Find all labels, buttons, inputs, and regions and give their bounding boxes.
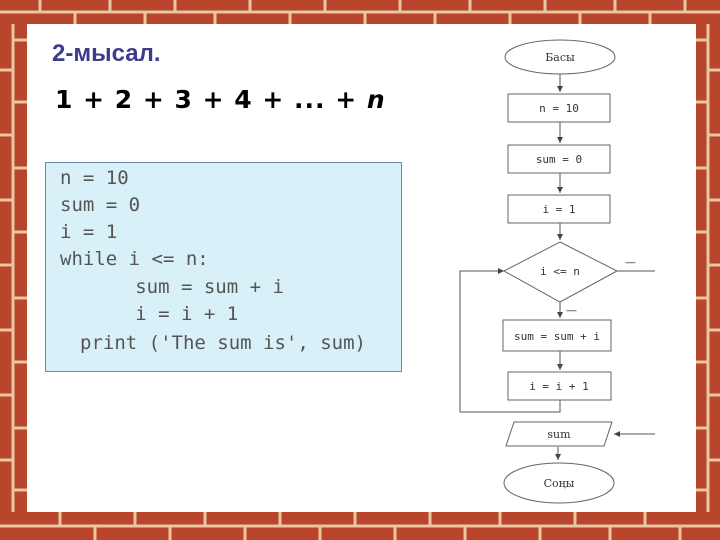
code-line-5: sum = sum + i: [78, 276, 284, 298]
start-label: Басы: [545, 51, 575, 64]
flowchart: Басы n = 10 sum = 0 i = 1 i <= n — — sum…: [459, 39, 655, 504]
start-terminal: [504, 39, 616, 75]
code-line-4: while i <= n:: [60, 248, 209, 270]
n-assign-label: n = 10: [539, 102, 579, 115]
code-line-3: i = 1: [60, 221, 118, 243]
end-terminal: [503, 462, 615, 504]
formula-variable: n: [366, 85, 386, 114]
no-branch-mark: —: [625, 256, 636, 269]
code-block: n = 10 sum = 0 i = 1 while i <= n: sum =…: [45, 162, 402, 372]
code-line-6: i = i + 1: [78, 303, 239, 325]
i-assign-box: [507, 194, 611, 224]
n-assign-box: [507, 93, 611, 123]
sum-update-label: sum = sum + i: [514, 330, 600, 343]
sum-assign-box: [507, 144, 611, 174]
output-label: sum: [547, 428, 571, 441]
condition-diamond: [502, 241, 619, 303]
sum-assign-label: sum = 0: [536, 153, 582, 166]
i-update-box: [507, 371, 612, 401]
i-assign-label: i = 1: [542, 203, 575, 216]
sum-formula: 1 + 2 + 3 + 4 + ... + n: [55, 85, 386, 114]
code-line-1: n = 10: [60, 167, 129, 189]
code-line-2: sum = 0: [60, 194, 141, 216]
yes-branch-mark: —: [566, 304, 577, 317]
condition-label: i <= n: [540, 265, 580, 278]
code-line-7: print ('The sum is', sum): [80, 332, 366, 354]
end-label: Соңы: [544, 477, 575, 490]
output-parallelogram: [505, 421, 613, 447]
slide-title: 2-мысал.: [52, 40, 161, 67]
i-update-label: i = i + 1: [529, 380, 589, 393]
sum-update-box: [502, 319, 612, 352]
formula-terms: 1 + 2 + 3 + 4 + ... +: [55, 85, 367, 114]
